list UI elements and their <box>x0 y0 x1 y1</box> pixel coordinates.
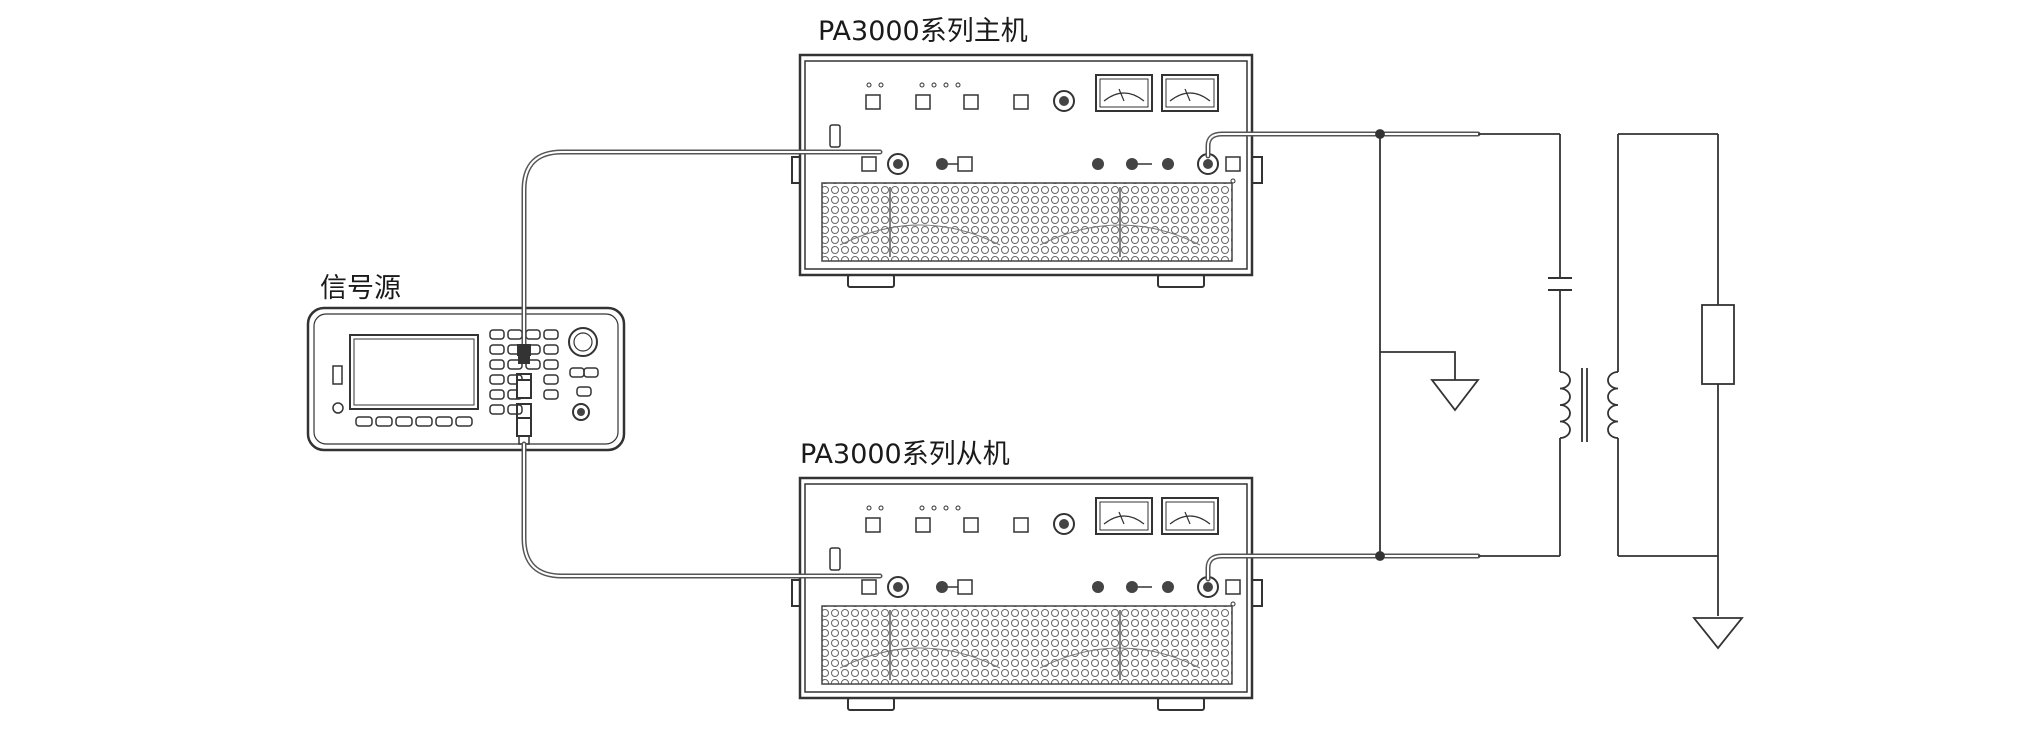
transformer-icon <box>1559 368 1619 442</box>
master-amplifier <box>790 53 1264 289</box>
master-label: PA3000系列主机 <box>818 16 1028 47</box>
output-circuit <box>1375 129 1719 616</box>
ground-icon <box>1430 379 1480 412</box>
bnc-tee-connector <box>516 344 532 437</box>
generator-screen <box>349 334 479 410</box>
signal-generator <box>306 306 626 452</box>
ground-icon <box>1692 617 1744 650</box>
slave-label: PA3000系列从机 <box>800 439 1010 470</box>
capacitor-icon <box>1548 277 1572 291</box>
generator-knob <box>568 327 598 357</box>
signal-source-label: 信号源 <box>320 273 401 304</box>
slave-amplifier <box>790 476 1264 712</box>
resistor-icon <box>1701 304 1735 385</box>
